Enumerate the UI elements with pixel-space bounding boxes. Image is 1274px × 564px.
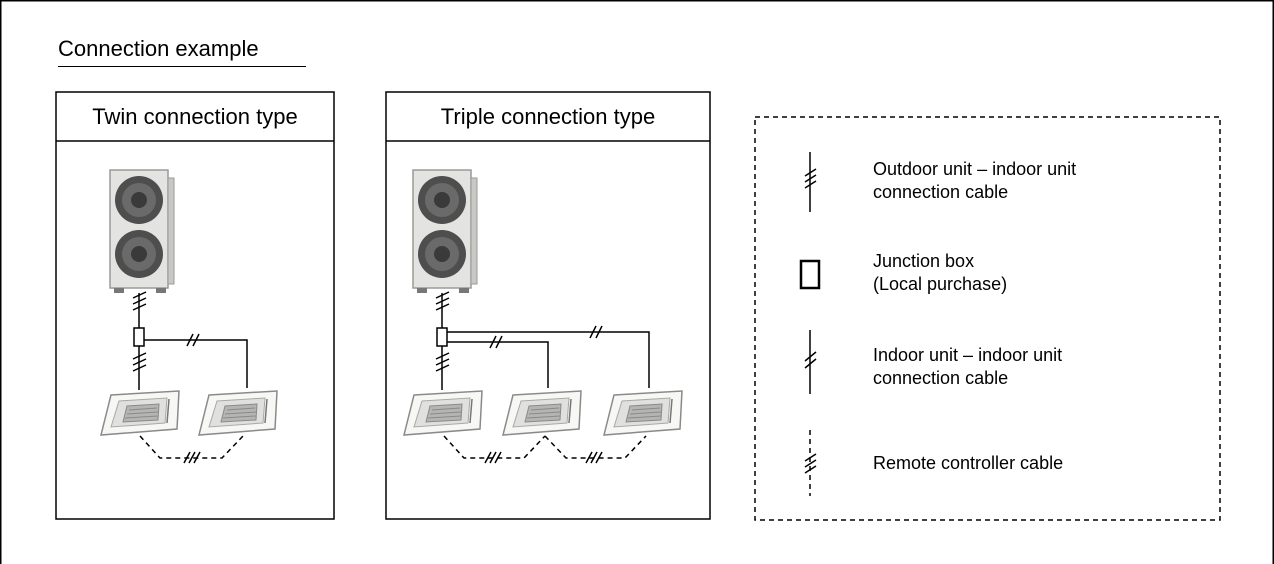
triple-outdoor-unit — [412, 169, 478, 294]
legend-item-line1: Indoor unit – indoor unit — [873, 345, 1063, 365]
legend-item-line1: Outdoor unit – indoor unit — [873, 159, 1077, 179]
twin-remote-cable — [139, 435, 244, 459]
legend-item-line1: Remote controller cable — [873, 453, 1064, 473]
legend-item-indoor-indoor-cable: Indoor unit – indoor unit connection cab… — [873, 344, 1062, 390]
double-slash-solid-line-icon — [804, 330, 817, 394]
legend-item-line2: connection cable — [873, 182, 1009, 202]
page-title: Connection example — [58, 36, 259, 61]
triple-indoor-unit-1 — [403, 390, 483, 436]
legend-item-line1: Junction box — [873, 251, 975, 271]
triple-wiring — [435, 291, 650, 390]
twin-indoor-unit-2 — [198, 390, 278, 436]
twin-panel-title: Twin connection type — [92, 103, 298, 129]
title-underline — [58, 66, 306, 67]
legend-item-line2: connection cable — [873, 368, 1009, 388]
legend-item-outdoor-indoor-cable: Outdoor unit – indoor unit connection ca… — [873, 158, 1076, 204]
twin-outdoor-unit — [109, 169, 175, 294]
twin-indoor-unit-1 — [100, 390, 180, 436]
triple-slash-dashed-line-icon — [804, 430, 817, 496]
triple-slash-solid-line-icon — [804, 152, 817, 212]
twin-wiring — [132, 291, 248, 390]
triple-indoor-unit-3 — [603, 390, 683, 436]
junction-box-icon — [799, 259, 821, 290]
triple-panel-title: Triple connection type — [440, 103, 656, 129]
legend-item-junction-box: Junction box (Local purchase) — [873, 250, 1007, 296]
legend-item-remote-controller-cable: Remote controller cable — [873, 452, 1063, 475]
triple-indoor-unit-2 — [502, 390, 582, 436]
legend-item-line2: (Local purchase) — [873, 274, 1008, 294]
triple-remote-cable — [443, 435, 647, 459]
